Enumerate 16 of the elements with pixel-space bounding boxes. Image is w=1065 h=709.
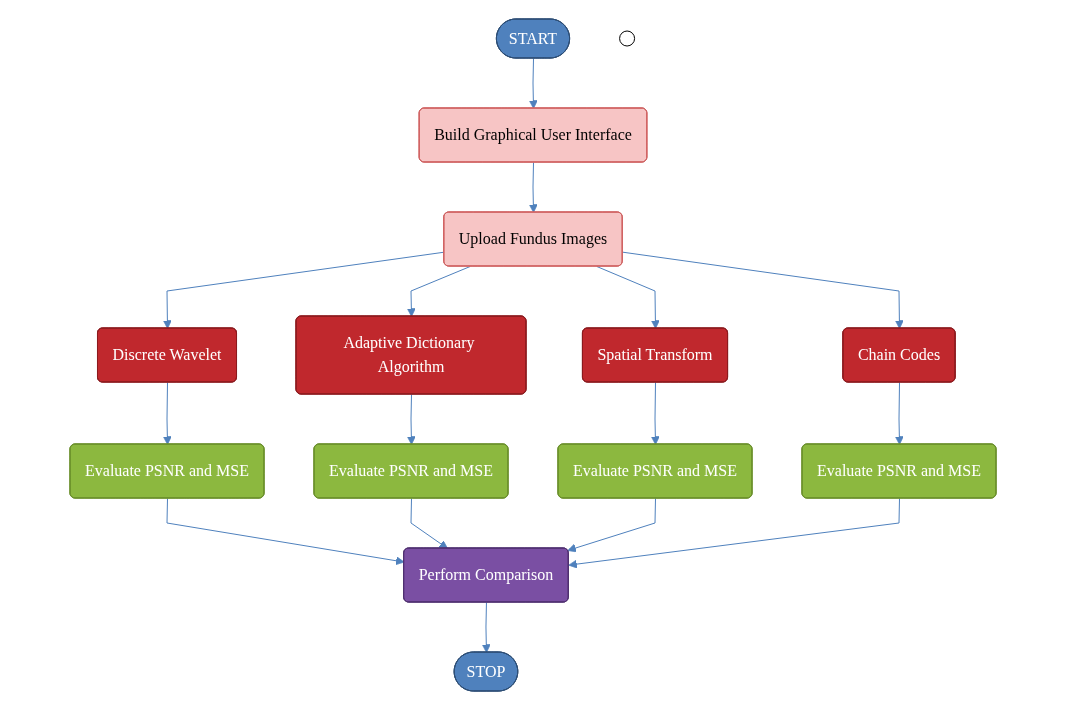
arrow <box>567 497 900 568</box>
arrow <box>566 497 656 552</box>
arrow <box>894 381 904 445</box>
node-circle <box>618 30 635 46</box>
arrow <box>410 497 448 549</box>
arrow <box>650 381 660 445</box>
arrow <box>595 265 660 329</box>
arrow <box>162 251 445 329</box>
arrow <box>406 393 416 445</box>
arrow <box>162 381 172 445</box>
arrow <box>528 161 538 213</box>
arrow <box>481 601 491 653</box>
arrow <box>406 265 471 317</box>
arrow <box>166 497 405 565</box>
arrow <box>528 57 538 109</box>
arrow <box>621 251 904 329</box>
